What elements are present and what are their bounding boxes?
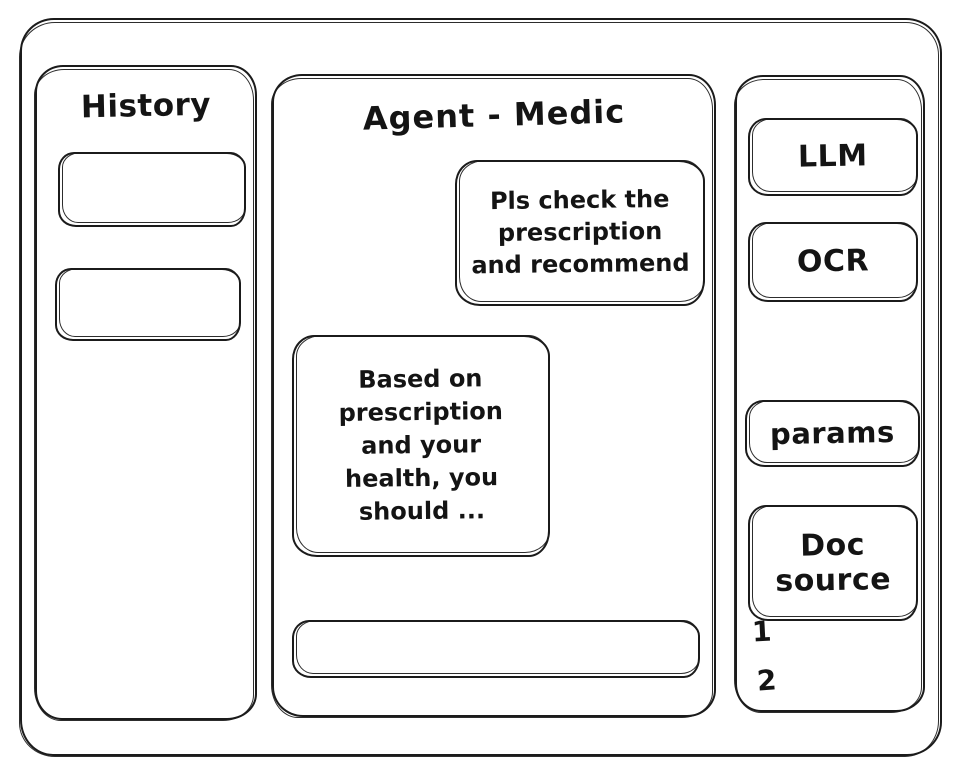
chat-message-agent-text: Based on prescription and your health, y…: [338, 364, 503, 527]
tool-button-params-label: params: [769, 415, 896, 452]
tool-button-doc-source[interactable]: Doc source: [748, 505, 918, 621]
doc-source-list-item-1[interactable]: 1: [751, 614, 773, 649]
chat-message-user-text: Pls check the prescription and recommend: [471, 185, 690, 280]
doc-source-list-item-2[interactable]: 2: [755, 663, 778, 698]
message-composer-input[interactable]: [292, 620, 700, 678]
history-panel-title: History: [80, 86, 212, 126]
tool-button-ocr[interactable]: OCR: [748, 222, 918, 302]
tool-button-params[interactable]: params: [745, 400, 920, 467]
chat-message-user: Pls check the prescription and recommend: [455, 160, 705, 306]
tool-button-llm-label: LLM: [797, 138, 869, 175]
history-list-item[interactable]: [55, 268, 241, 341]
chat-message-agent: Based on prescription and your health, y…: [292, 335, 550, 557]
history-list-item[interactable]: [58, 152, 246, 227]
tool-button-doc-source-label: Doc source: [775, 527, 892, 600]
tool-button-llm[interactable]: LLM: [748, 118, 918, 196]
tool-button-ocr-label: OCR: [796, 243, 870, 280]
